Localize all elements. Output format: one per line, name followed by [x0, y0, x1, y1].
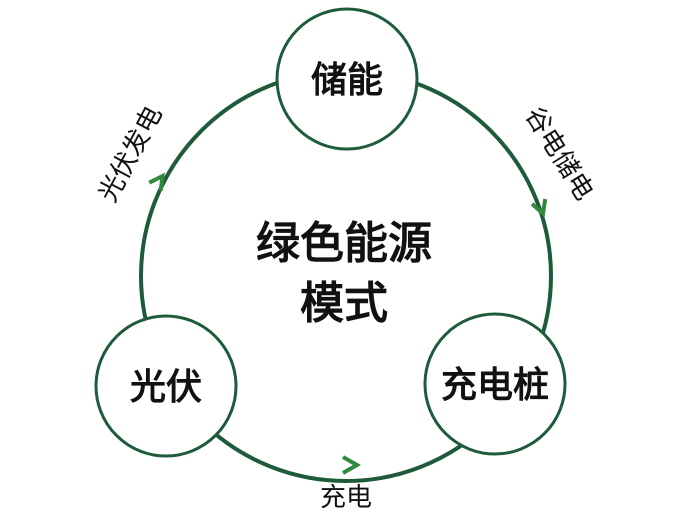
arrow-charger-to-solar-icon	[342, 455, 362, 475]
node-storage-label: 储能	[311, 60, 383, 101]
center-title-line2: 模式	[300, 278, 388, 329]
node-solar-label: 光伏	[130, 367, 202, 408]
edge-label-charging: 充电	[320, 483, 372, 513]
node-charger: 充电桩	[423, 312, 567, 456]
node-charger-label: 充电桩	[441, 365, 549, 406]
arrow-storage-to-charger-icon	[530, 198, 548, 218]
node-storage: 储能	[275, 7, 419, 151]
node-solar: 光伏	[94, 314, 238, 458]
center-title-line1: 绿色能源	[256, 218, 432, 269]
arrow-solar-to-storage-icon	[148, 172, 165, 191]
